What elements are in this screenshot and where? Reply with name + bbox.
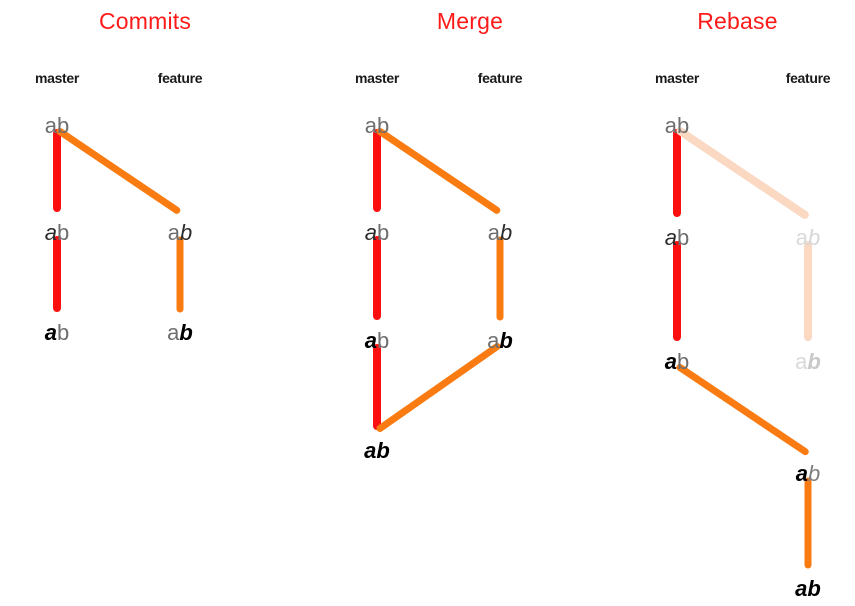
edge-m-e4	[496, 236, 504, 320]
commit-char: b	[377, 113, 390, 138]
commit-char: b	[57, 220, 70, 245]
column-header-merge-master: master	[354, 70, 400, 86]
column-header-commits-master: master	[34, 70, 80, 86]
edge-c-e3	[53, 236, 61, 312]
commit-char: a	[364, 113, 377, 138]
commit-node-r-f-2: ab	[796, 227, 821, 249]
commit-node-m-m-3: ab	[365, 330, 390, 352]
commit-node-m-f-3: ab	[487, 330, 513, 352]
commit-node-c-m-2: ab	[45, 222, 70, 244]
edge-c-e1	[53, 129, 61, 212]
commit-node-m-f-2: ab	[488, 222, 513, 244]
edge-m-e2	[375, 126, 502, 215]
commit-node-r-m-1: ab	[665, 115, 690, 137]
edge-r-e4	[804, 241, 812, 341]
commit-char: a	[664, 113, 677, 138]
commit-char: b	[807, 576, 821, 601]
commit-node-r-m-3: ab	[665, 351, 690, 373]
panel-title-merge: Merge	[436, 8, 504, 34]
edge-r-e1	[673, 129, 681, 217]
commit-char: a	[167, 220, 180, 245]
commit-node-c-f-2: ab	[168, 222, 193, 244]
commit-char: a	[44, 220, 57, 245]
commit-char: a	[364, 438, 377, 463]
edge-m-e5	[373, 344, 381, 430]
commit-char: a	[44, 113, 57, 138]
edge-m-e1	[373, 129, 381, 212]
edge-m-e3	[373, 236, 381, 320]
commit-node-c-m-3: ab	[45, 322, 70, 344]
commit-char: b	[500, 220, 513, 245]
panel-title-commits: Commits	[98, 8, 192, 34]
commit-char: a	[664, 225, 677, 250]
edge-r-e5	[675, 362, 810, 456]
commit-node-r-f-5: ab	[795, 578, 821, 600]
commit-char: b	[808, 225, 821, 250]
commit-char: b	[677, 349, 690, 374]
commit-char: b	[677, 225, 690, 250]
commit-char: a	[795, 225, 808, 250]
commit-char: b	[57, 113, 70, 138]
commit-char: a	[664, 349, 677, 374]
edge-r-e6	[804, 477, 812, 568]
commit-char: b	[376, 438, 390, 463]
commit-char: b	[57, 320, 70, 345]
commit-char: a	[795, 461, 808, 486]
commit-node-c-f-3: ab	[167, 322, 193, 344]
commit-char: a	[364, 328, 377, 353]
commit-node-r-f-4: ab	[796, 463, 821, 485]
commit-char: a	[795, 349, 808, 374]
commit-char: b	[499, 328, 513, 353]
commit-char: a	[44, 320, 57, 345]
edge-r-e2	[674, 125, 811, 221]
commit-node-c-m-1: ab	[45, 115, 70, 137]
commit-char: a	[487, 328, 500, 353]
commit-char: a	[167, 320, 180, 345]
commit-node-m-m-2: ab	[365, 222, 390, 244]
column-header-commits-feature: feature	[157, 70, 203, 86]
commit-char: b	[807, 349, 821, 374]
commit-node-r-m-2: ab	[665, 227, 690, 249]
commit-char: a	[795, 576, 808, 601]
commit-node-m-m-1: ab	[365, 115, 390, 137]
edge-r-e3	[673, 241, 681, 341]
edge-m-e6	[374, 341, 503, 433]
panel-title-rebase: Rebase	[697, 8, 778, 34]
commit-char: b	[179, 320, 193, 345]
column-header-merge-feature: feature	[477, 70, 523, 86]
edge-c-e2	[55, 126, 182, 215]
commit-char: b	[377, 328, 390, 353]
commit-char: b	[180, 220, 193, 245]
commit-char: b	[808, 461, 821, 486]
commit-node-r-f-3: ab	[795, 351, 821, 373]
commit-char: b	[377, 220, 390, 245]
edge-c-e4	[176, 236, 184, 312]
commit-char: b	[677, 113, 690, 138]
commit-char: a	[364, 220, 377, 245]
commit-node-m-m-4: ab	[364, 440, 390, 462]
column-header-rebase-feature: feature	[785, 70, 831, 86]
commit-char: a	[487, 220, 500, 245]
column-header-rebase-master: master	[654, 70, 700, 86]
